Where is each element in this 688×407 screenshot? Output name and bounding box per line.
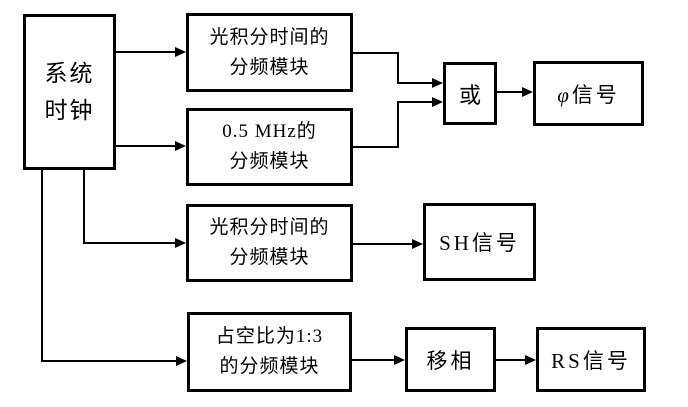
arrowhead-clock-to-optical2 (175, 238, 186, 248)
phi-symbol: φ (557, 82, 572, 107)
connector-clock-to-duty-seg2 (41, 360, 177, 362)
arrowhead-mhz-to-or (432, 97, 443, 107)
duty-divider-label-line2: 的分频模块 (219, 356, 320, 377)
arrowhead-clock-to-optical1 (175, 47, 186, 57)
duty-divider-label-line1: 占空比为1:3 (215, 326, 324, 347)
arrowhead-or-to-phi (522, 87, 533, 97)
optical-divider1-label-line2: 分频模块 (229, 56, 310, 78)
system-clock-label-line1: 系统 (44, 61, 95, 86)
arrowhead-shift-to-rs (525, 355, 536, 365)
optical-divider2-label-line1: 光积分时间的 (209, 217, 330, 238)
phase-shift-box: 移相 (405, 327, 496, 392)
connector-optical1-to-or-seg2 (397, 52, 399, 84)
connector-clock-to-optical2-seg1 (83, 169, 85, 244)
mhz-divider-label-line2: 分频模块 (229, 151, 310, 172)
arrowhead-clock-to-duty (176, 356, 187, 366)
system-clock-label-line2: 时钟 (44, 98, 95, 123)
or-gate-box: 或 (443, 62, 497, 125)
connector-optical2-to-sh (353, 243, 413, 245)
optical-divider1-label-line1: 光积分时间的 (209, 26, 330, 48)
rs-signal-label: RS信号 (551, 348, 631, 373)
connector-clock-to-optical2-seg2 (83, 242, 176, 244)
rs-signal-box: RS信号 (536, 327, 646, 392)
optical-divider2-label-line2: 分频模块 (229, 247, 310, 268)
connector-clock-to-optical1 (116, 51, 176, 53)
connector-duty-to-shift (352, 359, 395, 361)
system-clock-box: 系统 时钟 (23, 14, 116, 170)
connector-optical1-to-or-seg3 (397, 82, 433, 84)
mhz-divider-label-line1: 0.5 MHz的 (222, 121, 317, 142)
connector-mhz-to-or-seg1 (353, 146, 399, 148)
connector-mhz-to-or-seg3 (397, 101, 433, 103)
arrowhead-clock-to-mhz (175, 141, 186, 151)
arrowhead-optical1-to-or (432, 78, 443, 88)
phase-shift-label: 移相 (426, 348, 475, 373)
connector-optical1-to-or-seg1 (353, 52, 399, 54)
connector-clock-to-duty-seg1 (41, 169, 43, 362)
sh-signal-label: SH信号 (439, 231, 520, 255)
optical-integration-divider-box-2: 光积分时间的 分频模块 (186, 204, 353, 282)
phi-signal-box: φ信号 (533, 61, 644, 126)
phi-signal-suffix: 信号 (571, 82, 620, 107)
connector-mhz-to-or-seg2 (397, 101, 399, 148)
arrowhead-duty-to-shift (394, 355, 405, 365)
half-mhz-divider-box: 0.5 MHz的 分频模块 (186, 108, 353, 186)
connector-shift-to-rs (496, 359, 526, 361)
sh-signal-box: SH信号 (423, 203, 536, 281)
duty-cycle-divider-box: 占空比为1:3 的分频模块 (187, 312, 352, 392)
or-gate-label: 或 (458, 82, 481, 108)
connector-clock-to-mhz (116, 145, 176, 147)
phi-signal-label: φ信号 (557, 79, 620, 109)
connector-or-to-phi (497, 91, 523, 93)
optical-integration-divider-box-1: 光积分时间的 分频模块 (186, 13, 353, 92)
arrowhead-optical2-to-sh (412, 239, 423, 249)
